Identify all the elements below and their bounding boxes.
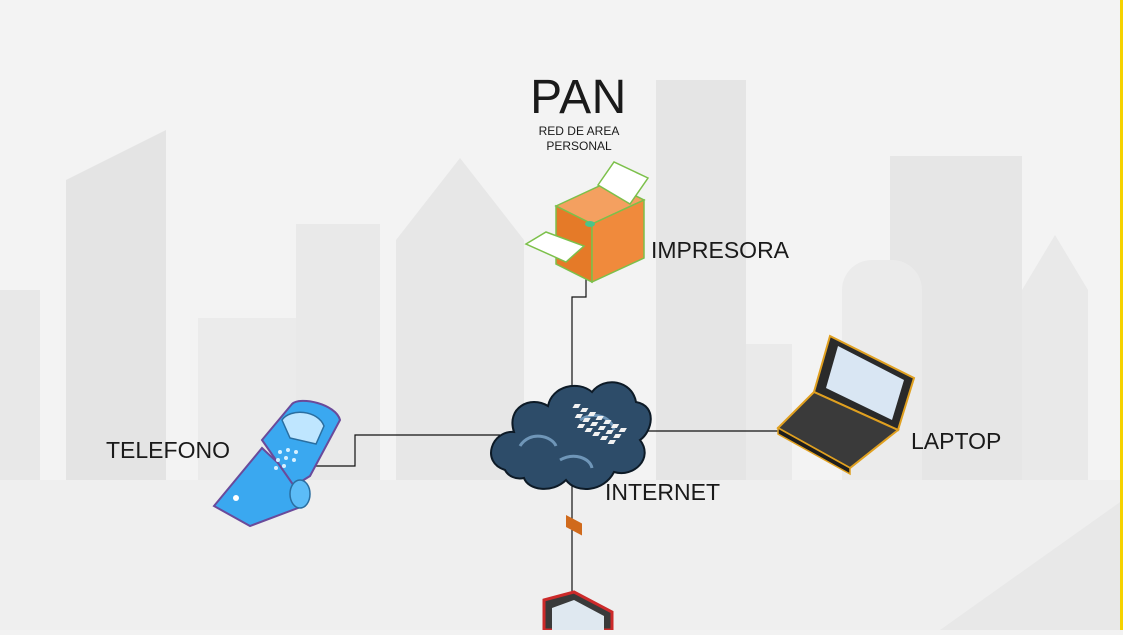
page-title: PAN — [530, 71, 627, 124]
subtitle-line-2: PERSONAL — [546, 139, 612, 153]
diagram-subtitle: RED DE AREA PERSONAL — [529, 124, 629, 154]
cloud-icon — [490, 381, 652, 491]
link-phone-internet — [292, 434, 500, 467]
right-edge-accent — [1120, 0, 1123, 630]
printer-icon — [524, 161, 650, 536]
mobile-phone-icon — [212, 399, 342, 528]
phone-label: TELEFONO — [106, 437, 230, 463]
printer-label: IMPRESORA — [651, 237, 790, 263]
laptop-label: LAPTOP — [911, 428, 1002, 454]
internet-label: INTERNET — [605, 479, 720, 505]
laptop-icon — [572, 334, 916, 476]
computer-monitor-icon — [542, 590, 614, 632]
subtitle-line-1: RED DE AREA — [538, 124, 620, 138]
